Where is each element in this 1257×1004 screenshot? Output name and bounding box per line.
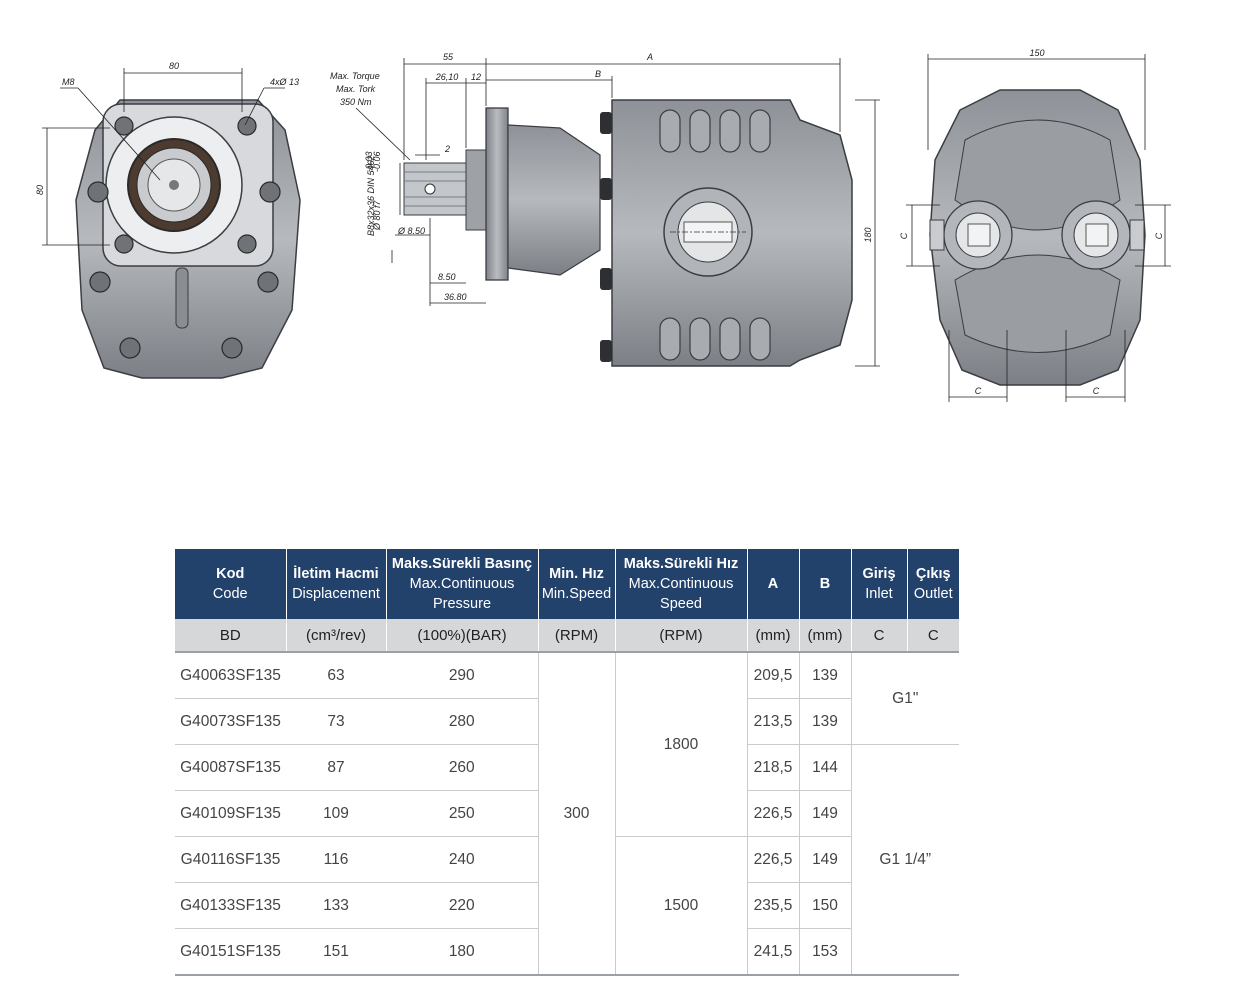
front-dim-top: 80 bbox=[169, 61, 179, 71]
cell-code: G40109SF135 bbox=[175, 790, 286, 837]
dia-80: Ø 80 f7 bbox=[372, 199, 382, 231]
cell-port-g1: G1" bbox=[851, 652, 959, 745]
cell-a: 218,5 bbox=[747, 744, 800, 791]
cell-b: 150 bbox=[799, 882, 852, 929]
torque-line-2: Max. Tork bbox=[336, 84, 376, 94]
unit-displacement: (cm³/rev) bbox=[286, 619, 387, 653]
table-row: G40109SF135 109 250 226,5 149 bbox=[175, 790, 959, 837]
technical-drawing: 80 80 M8 4xØ 13 bbox=[35, 48, 1171, 402]
hole-label: 4xØ 13 bbox=[270, 77, 299, 87]
cell-code: G40116SF135 bbox=[175, 836, 286, 883]
unit-b: (mm) bbox=[799, 619, 852, 653]
unit-pressure: (100%)(BAR) bbox=[386, 619, 539, 653]
table-row: G40116SF135 116 240 1500 226,5 149 bbox=[175, 836, 959, 976]
dim-a: A bbox=[646, 52, 653, 62]
cell-b: 149 bbox=[799, 790, 852, 837]
unit-a: (mm) bbox=[747, 619, 800, 653]
table-row: G40063SF135 63 290 300 1800 209,5 139 G1… bbox=[175, 652, 959, 976]
cell-b: 139 bbox=[799, 698, 852, 745]
cell-max-speed-1800: 1800 bbox=[615, 652, 748, 837]
cell-b: 149 bbox=[799, 836, 852, 883]
cell-code: G40073SF135 bbox=[175, 698, 286, 745]
cell-displacement: 63 bbox=[286, 652, 386, 699]
units-row: BD (cm³/rev) (100%)(BAR) (RPM) (RPM) (mm… bbox=[175, 619, 959, 653]
cell-b: 153 bbox=[799, 928, 852, 976]
cell-displacement: 116 bbox=[286, 836, 386, 883]
rear-view: 150 C C C C bbox=[899, 48, 1171, 402]
cell-b: 139 bbox=[799, 652, 852, 699]
tol-lower: -0.06 bbox=[372, 151, 382, 172]
cell-a: 226,5 bbox=[747, 790, 800, 837]
unit-outlet: C bbox=[907, 619, 959, 653]
dim-b: B bbox=[595, 69, 601, 79]
cell-a: 241,5 bbox=[747, 928, 800, 976]
cell-pressure: 260 bbox=[386, 744, 538, 791]
torque-line-1: Max. Torque bbox=[330, 71, 380, 81]
dim-55: 55 bbox=[443, 52, 454, 62]
dim-12: 12 bbox=[471, 72, 481, 82]
cell-pressure: 290 bbox=[386, 652, 538, 699]
dim-150: 150 bbox=[1029, 48, 1044, 58]
header-b: B bbox=[799, 549, 852, 619]
unit-code: BD bbox=[175, 619, 287, 653]
tol-upper: -0.03 bbox=[364, 151, 374, 172]
cell-displacement: 87 bbox=[286, 744, 386, 791]
dim-c-left: C bbox=[899, 232, 909, 239]
dia-8-50: Ø 8.50 bbox=[397, 226, 425, 236]
table-row: G40073SF135 73 280 213,5 139 bbox=[175, 698, 959, 745]
cell-b: 144 bbox=[799, 744, 852, 791]
dim-26-10: 26,10 bbox=[435, 72, 459, 82]
cell-pressure: 180 bbox=[386, 928, 538, 976]
cell-code: G40133SF135 bbox=[175, 882, 286, 929]
cell-displacement: 73 bbox=[286, 698, 386, 745]
table-row: G40133SF135 133 220 235,5 150 bbox=[175, 882, 959, 929]
dim-c-bottom-left: C bbox=[975, 386, 982, 396]
cell-max-speed-1500: 1500 bbox=[615, 836, 748, 976]
unit-min-speed: (RPM) bbox=[538, 619, 616, 653]
cell-pressure: 240 bbox=[386, 836, 538, 883]
dim-2: 2 bbox=[444, 144, 450, 154]
front-view: 80 80 M8 4xØ 13 bbox=[35, 61, 301, 379]
side-view: Max. Torque Max. Tork 350 Nm 55 26,10 12… bbox=[330, 52, 880, 367]
dim-180: 180 bbox=[863, 227, 873, 242]
cell-a: 235,5 bbox=[747, 882, 800, 929]
cell-port-g1-1-4: G1 1/4” bbox=[851, 744, 959, 976]
cell-a: 226,5 bbox=[747, 836, 800, 883]
dim-36-80: 36.80 bbox=[444, 292, 467, 302]
cell-pressure: 280 bbox=[386, 698, 538, 745]
cell-pressure: 250 bbox=[386, 790, 538, 837]
unit-inlet: C bbox=[851, 619, 908, 653]
dim-8-50: 8.50 bbox=[438, 272, 456, 282]
cell-a: 213,5 bbox=[747, 698, 800, 745]
cell-code: G40087SF135 bbox=[175, 744, 286, 791]
header-a: A bbox=[747, 549, 800, 619]
cell-min-speed: 300 bbox=[537, 652, 616, 976]
cell-displacement: 151 bbox=[286, 928, 386, 976]
cell-code: G40151SF135 bbox=[175, 928, 286, 976]
cell-code: G40063SF135 bbox=[175, 652, 286, 699]
unit-max-speed: (RPM) bbox=[615, 619, 748, 653]
cell-displacement: 133 bbox=[286, 882, 386, 929]
dim-c-right: C bbox=[1154, 232, 1164, 239]
spline-spec: B8x32x36 DIN 5462 bbox=[366, 155, 376, 236]
torque-line-3: 350 Nm bbox=[340, 97, 372, 107]
cell-a: 209,5 bbox=[747, 652, 800, 699]
front-dim-left: 80 bbox=[35, 185, 45, 195]
table-row: G40087SF135 87 260 218,5 144 G1 1/4” bbox=[175, 744, 959, 976]
table-row: G40151SF135 151 180 241,5 153 bbox=[175, 928, 959, 976]
thread-label: M8 bbox=[62, 77, 75, 87]
dim-c-bottom-right: C bbox=[1093, 386, 1100, 396]
cell-displacement: 109 bbox=[286, 790, 386, 837]
cell-pressure: 220 bbox=[386, 882, 538, 929]
